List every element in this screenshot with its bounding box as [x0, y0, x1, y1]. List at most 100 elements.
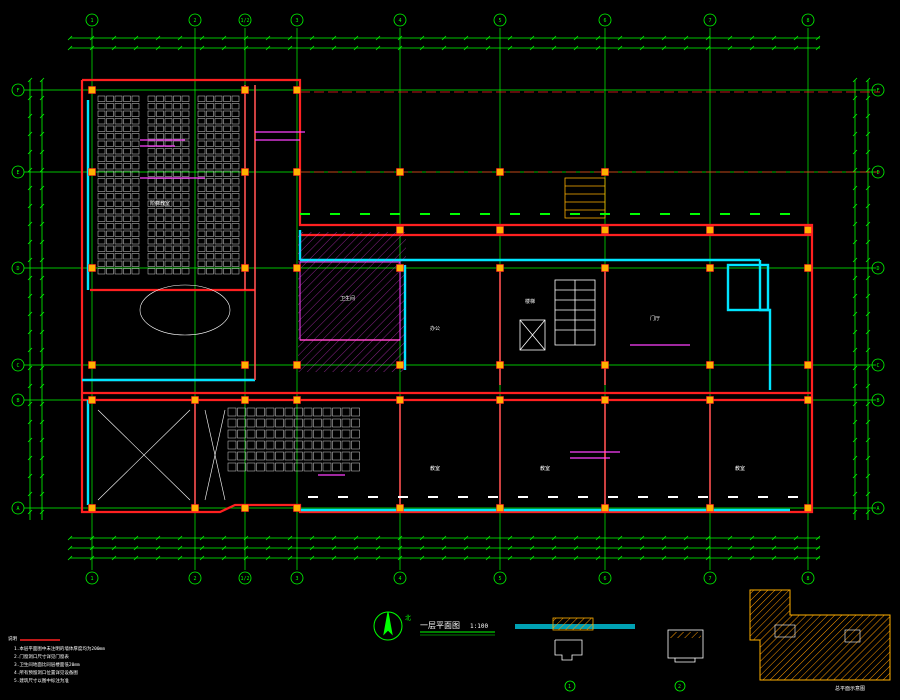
seat	[173, 140, 181, 147]
axis-bubble-row	[871, 393, 885, 407]
column	[804, 361, 812, 369]
column	[191, 504, 199, 512]
room-diagonals	[97, 284, 231, 501]
dim-tick	[463, 535, 469, 541]
dim-tick	[39, 113, 45, 119]
dim-tick	[683, 545, 689, 551]
seat	[284, 440, 294, 450]
seat	[97, 133, 106, 140]
seat	[97, 238, 106, 245]
dim-tick	[177, 535, 183, 541]
dim-tick	[67, 35, 73, 41]
column	[241, 168, 249, 176]
seat	[181, 163, 190, 170]
column	[293, 361, 301, 369]
seat	[164, 155, 173, 162]
seat	[106, 245, 114, 252]
dim-tick	[39, 329, 45, 335]
seat	[322, 451, 332, 461]
magenta-annotations	[140, 131, 690, 476]
seat	[156, 253, 164, 260]
dim-tick	[375, 45, 381, 51]
seat	[131, 178, 140, 185]
column	[88, 86, 96, 94]
seat	[214, 148, 223, 155]
seat	[237, 407, 246, 417]
seat	[147, 148, 156, 155]
seat	[197, 103, 206, 110]
seat	[214, 238, 223, 245]
seat	[97, 178, 106, 185]
axis-bubble-col-label: 3	[295, 18, 298, 24]
axis-bubble-col-label: 4	[398, 576, 401, 582]
seat	[131, 193, 140, 200]
seat	[206, 193, 214, 200]
dim-tick	[485, 35, 491, 41]
seat	[131, 95, 140, 102]
dim-tick	[111, 555, 117, 561]
column	[241, 86, 249, 94]
seat	[147, 163, 156, 170]
seat	[313, 429, 322, 439]
dim-tick	[865, 311, 871, 317]
dim-tick	[375, 35, 381, 41]
dim-tick	[331, 555, 337, 561]
seat	[131, 200, 140, 207]
dim-tick	[852, 185, 858, 191]
seat	[156, 200, 164, 207]
column	[496, 361, 504, 369]
seat	[173, 193, 181, 200]
seat	[97, 193, 106, 200]
seat	[181, 185, 190, 192]
dim-tick	[727, 535, 733, 541]
seat	[181, 223, 190, 230]
dim-tick	[27, 437, 33, 443]
dim-tick	[793, 35, 799, 41]
seat	[114, 140, 123, 147]
dim-tick	[353, 535, 359, 541]
seat	[265, 451, 275, 461]
annotation-mark	[698, 496, 708, 498]
seat	[106, 155, 114, 162]
dim-tick	[375, 555, 381, 561]
dim-tick	[199, 35, 205, 41]
seat	[265, 418, 275, 428]
seat	[206, 200, 214, 207]
dim-tick	[39, 275, 45, 281]
seat	[97, 223, 106, 230]
seat	[197, 253, 206, 260]
dim-tick	[419, 555, 425, 561]
annotation-mark	[720, 213, 730, 215]
seat	[181, 245, 190, 252]
annotation-mark	[428, 496, 438, 498]
seat	[156, 133, 164, 140]
seat	[173, 230, 181, 237]
dim-tick	[865, 95, 871, 101]
seat	[246, 418, 256, 428]
seat	[206, 215, 214, 222]
dim-tick	[865, 239, 871, 245]
dim-tick	[727, 45, 733, 51]
seat	[156, 178, 164, 185]
seat	[164, 133, 173, 140]
annotation-mark	[690, 213, 700, 215]
seat	[256, 418, 265, 428]
dim-tick	[865, 509, 871, 515]
dim-tick	[529, 45, 535, 51]
dim-tick	[39, 509, 45, 515]
dim-tick	[39, 383, 45, 389]
dim-tick	[463, 545, 469, 551]
seat	[156, 95, 164, 102]
seat	[275, 407, 284, 417]
seat	[97, 208, 106, 215]
dim-tick	[27, 221, 33, 227]
dim-tick	[852, 275, 858, 281]
seat	[231, 95, 240, 102]
annotation-mark	[750, 213, 760, 215]
seat	[284, 429, 294, 439]
seat	[227, 462, 237, 472]
seat	[164, 238, 173, 245]
seat	[106, 103, 114, 110]
seat	[97, 95, 106, 102]
dim-tick	[852, 455, 858, 461]
